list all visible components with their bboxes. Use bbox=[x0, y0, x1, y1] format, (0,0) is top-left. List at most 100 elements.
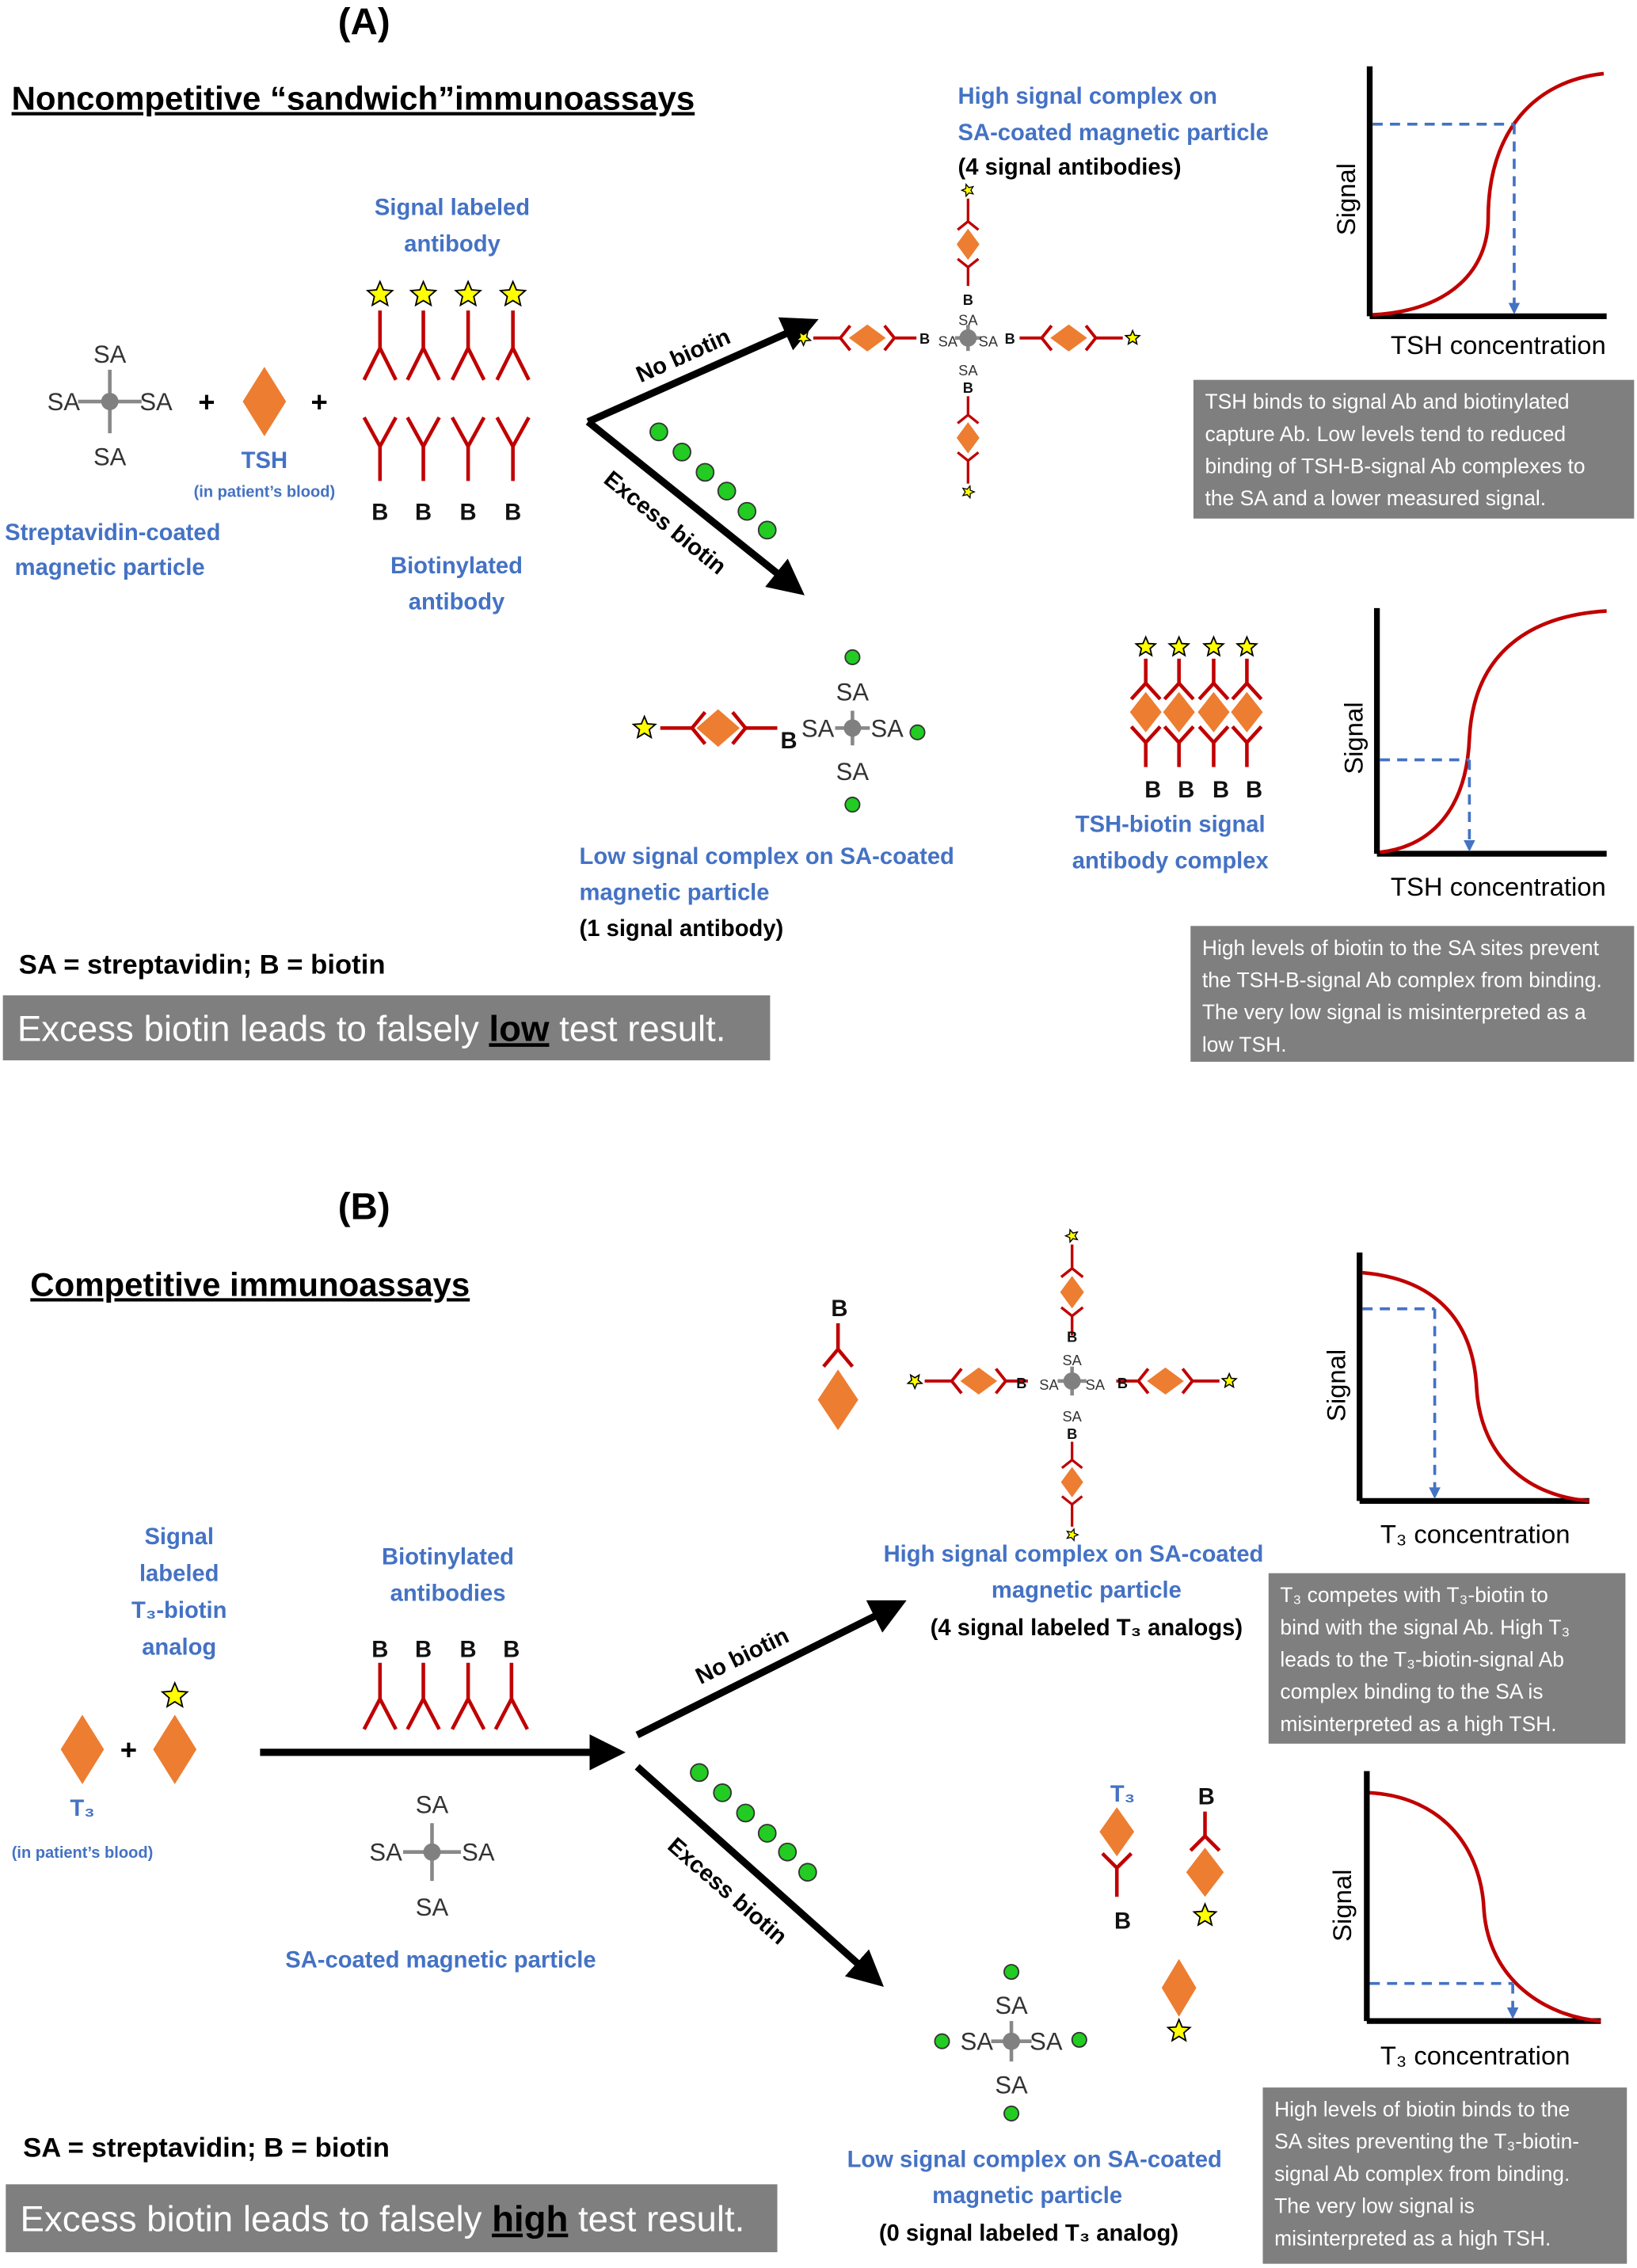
complex-label: TSH-biotin signal bbox=[1075, 812, 1266, 838]
low-signal-label: Low signal complex on SA-coated bbox=[847, 2147, 1222, 2172]
biotin-dot-icon bbox=[649, 422, 668, 442]
antibody-icon bbox=[1136, 1368, 1150, 1395]
biotin-dot-icon bbox=[757, 1824, 777, 1843]
box-line: bind with the signal Ab. High T₃ bbox=[1280, 1615, 1570, 1639]
sa-label: SA bbox=[958, 311, 978, 328]
signal-curve bbox=[1369, 1790, 1601, 2023]
antibody-icon bbox=[1060, 1266, 1084, 1278]
x-axis-label: TSH concentration bbox=[1391, 330, 1606, 360]
particle-label: Streptavidin-coated bbox=[5, 520, 220, 546]
t3-label: T₃ bbox=[70, 1796, 94, 1821]
conclusion-banner: Excess biotin leads to falsely high test… bbox=[6, 2184, 778, 2253]
high-signal-label: High signal complex on bbox=[958, 84, 1217, 109]
biotin-label: B bbox=[831, 1296, 847, 1322]
banner-pre: Excess biotin leads to falsely bbox=[21, 2199, 493, 2239]
diamond-icon bbox=[696, 709, 740, 748]
star-icon bbox=[1192, 1901, 1218, 1927]
particle-core bbox=[959, 329, 977, 347]
particle-core bbox=[843, 719, 862, 737]
signal-antibody-complex bbox=[1019, 324, 1141, 352]
biotin-label: B bbox=[504, 500, 521, 526]
biotin-label: B bbox=[781, 729, 798, 754]
biotin-label: B bbox=[503, 1637, 520, 1662]
biotin-dot-icon bbox=[713, 1783, 733, 1802]
sa-label: SA bbox=[1063, 1352, 1083, 1368]
biotin-dot-icon bbox=[690, 1763, 709, 1783]
box-line: complex binding to the SA is bbox=[1280, 1680, 1543, 1703]
box-line: The very low signal is bbox=[1274, 2194, 1475, 2218]
y-axis-label: Signal bbox=[1321, 1349, 1350, 1421]
star-icon bbox=[631, 714, 657, 740]
banner-post: test result. bbox=[549, 1008, 725, 1048]
sa-label: SA bbox=[938, 333, 958, 350]
signal-curve bbox=[1362, 1270, 1589, 1503]
high-signal-count: (4 signal antibodies) bbox=[958, 155, 1182, 181]
biotin-dot-icon bbox=[757, 520, 777, 540]
star-icon bbox=[960, 183, 975, 198]
diamond-icon bbox=[242, 367, 287, 436]
biotin-label: B bbox=[1246, 778, 1262, 803]
sa-label: SA bbox=[979, 333, 999, 350]
star-icon bbox=[794, 330, 813, 348]
antibody-icon bbox=[1231, 680, 1263, 701]
star-icon bbox=[961, 485, 976, 500]
biotin-label: B bbox=[1067, 1329, 1077, 1345]
biotin-label: B bbox=[1178, 778, 1194, 803]
star-icon bbox=[409, 280, 438, 307]
antibody-icon bbox=[957, 451, 980, 462]
legend: SA = streptavidin; B = biotin bbox=[23, 2133, 390, 2163]
conclusion-banner: Excess biotin leads to falsely low test … bbox=[2, 995, 771, 1060]
biotin-dot-icon bbox=[844, 649, 861, 665]
diamond-icon bbox=[1050, 324, 1087, 352]
star-icon bbox=[1167, 635, 1191, 657]
box-line: SA sites preventing the T₃-biotin- bbox=[1274, 2129, 1579, 2153]
y-axis-label: Signal bbox=[1327, 1870, 1357, 1942]
antibody-icon bbox=[1060, 1458, 1083, 1470]
antibody-icon bbox=[957, 219, 980, 231]
biotin-label: B bbox=[1114, 1908, 1131, 1934]
star-icon bbox=[1166, 2017, 1192, 2042]
box-line: High levels of biotin binds to the bbox=[1274, 2098, 1570, 2121]
diamond-icon bbox=[1099, 1807, 1135, 1857]
antibody-icon bbox=[950, 1368, 963, 1395]
diamond-icon bbox=[817, 1369, 858, 1430]
diamond-icon bbox=[1147, 1367, 1184, 1395]
low-signal-count: (1 signal antibody) bbox=[580, 916, 784, 942]
particle-core bbox=[1003, 2032, 1020, 2050]
box-line: TSH binds to signal Ab and biotinylated bbox=[1205, 390, 1570, 413]
antibody-icon bbox=[1197, 680, 1230, 701]
biotin-dot-icon bbox=[736, 1803, 756, 1823]
panel-a-label: (A) bbox=[338, 2, 390, 44]
biotin-label: B bbox=[415, 500, 432, 526]
antibody-icon bbox=[1189, 1833, 1221, 1852]
y-axis-label: Signal bbox=[1331, 163, 1361, 235]
high-signal-label: SA-coated magnetic particle bbox=[958, 120, 1269, 146]
biotin-label: B bbox=[1117, 1375, 1128, 1391]
diamond-icon bbox=[1060, 1276, 1084, 1309]
antibody-icon bbox=[362, 417, 398, 451]
sa-label: SA bbox=[801, 714, 835, 742]
banner-background bbox=[2, 995, 771, 1060]
panel-b-label: (B) bbox=[338, 1186, 390, 1228]
biotin-label: B bbox=[460, 1637, 477, 1662]
antibody-icon bbox=[451, 1695, 486, 1730]
diamond-icon bbox=[1161, 1958, 1197, 2017]
sa-label: SA bbox=[93, 443, 127, 470]
sa-label: SA bbox=[416, 1790, 449, 1818]
excess-biotin-arrow bbox=[634, 1764, 885, 1987]
antibody-icon bbox=[1060, 1306, 1084, 1319]
excess-biotin-arrow bbox=[585, 419, 805, 596]
biotin-dot-icon bbox=[909, 724, 926, 740]
sa-label: SA bbox=[836, 758, 870, 786]
biotin-label: B bbox=[460, 500, 477, 526]
sa-label: SA bbox=[958, 362, 978, 379]
antibody-icon bbox=[689, 710, 707, 745]
